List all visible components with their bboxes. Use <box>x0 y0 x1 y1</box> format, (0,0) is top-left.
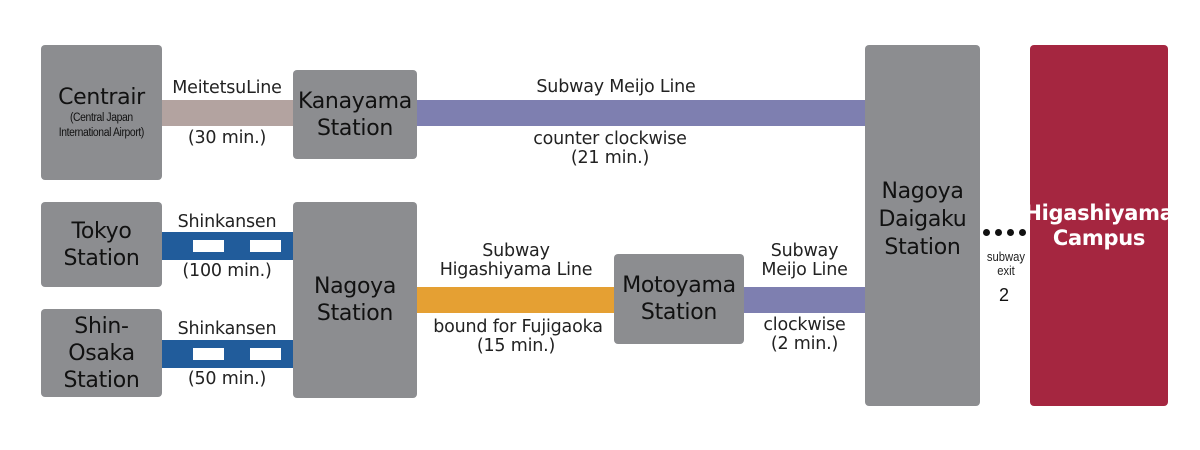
nagoya-daigaku-station: Nagoya Daigaku Station <box>865 45 980 406</box>
tokyo-name: Tokyo Station <box>63 218 140 271</box>
shinkansen-tokyo-track <box>160 232 294 260</box>
meitetsu-time-label: (30 min.) <box>187 128 267 148</box>
walk-dot <box>983 229 990 236</box>
motoyama-name: Motoyama Station <box>622 273 736 325</box>
walk-dot <box>1007 229 1014 236</box>
meijo-line-counter-bar <box>416 100 867 126</box>
higashiyama-campus: Higashiyama Campus <box>1024 45 1174 406</box>
shinkansen-osaka-time-label: (50 min.) <box>187 369 267 389</box>
meijo-counter-direction-label: counter clockwise <box>533 129 687 149</box>
higashiyama-direction-label: bound for Fujigaoka <box>433 317 603 337</box>
centrair-station: Centrair (Central Japan International Ai… <box>41 45 162 180</box>
shinkansen-tokyo-time-label: (100 min.) <box>182 261 272 281</box>
shinkansen-tokyo-label: Shinkansen <box>177 212 277 232</box>
kanayama-name: Kanayama Station <box>298 88 412 141</box>
centrair-name: Centrair <box>58 85 145 110</box>
train-window <box>250 240 281 252</box>
nagoya-name: Nagoya Station <box>313 274 397 326</box>
meijo-line-label: Subway Meijo Line <box>536 77 696 97</box>
train-window <box>250 348 281 360</box>
higashiyama-line-bar <box>416 287 616 313</box>
tokyo-station: Tokyo Station <box>41 202 162 287</box>
campus-name: Higashiyama Campus <box>1024 200 1174 250</box>
nagoya-daigaku-name: Nagoya Daigaku Station <box>878 179 967 260</box>
meitetsu-line-bar <box>160 100 294 126</box>
meijo-clockwise-line-label: Subway Meijo Line <box>761 241 848 280</box>
centrair-subtitle: (Central Japan International Airport) <box>58 112 145 139</box>
meijo-counter-time-label: (21 min.) <box>570 148 650 168</box>
train-window <box>193 240 224 252</box>
train-window <box>193 348 224 360</box>
shinkansen-osaka-track <box>160 340 294 368</box>
motoyama-station: Motoyama Station <box>614 254 744 344</box>
meijo-line-clockwise-bar <box>742 287 867 313</box>
meitetsu-line-label: MeitetsuLine <box>172 78 282 98</box>
meijo-clockwise-direction-label: clockwise <box>763 315 846 335</box>
shinkansen-osaka-label: Shinkansen <box>177 319 277 339</box>
higashiyama-time-label: (15 min.) <box>476 336 556 356</box>
walk-dot <box>995 229 1002 236</box>
meijo-clockwise-time-label: (2 min.) <box>770 334 839 354</box>
shin-osaka-name: Shin-Osaka Station <box>63 313 140 393</box>
nagoya-station: Nagoya Station <box>293 202 417 398</box>
subway-exit-label: subway exit <box>986 250 1026 278</box>
walk-dot <box>1019 229 1026 236</box>
subway-exit-number: 2 <box>999 285 1010 305</box>
higashiyama-line-label: Subway Higashiyama Line <box>439 241 593 280</box>
kanayama-station: Kanayama Station <box>293 70 417 159</box>
shin-osaka-station: Shin-Osaka Station <box>41 309 162 397</box>
